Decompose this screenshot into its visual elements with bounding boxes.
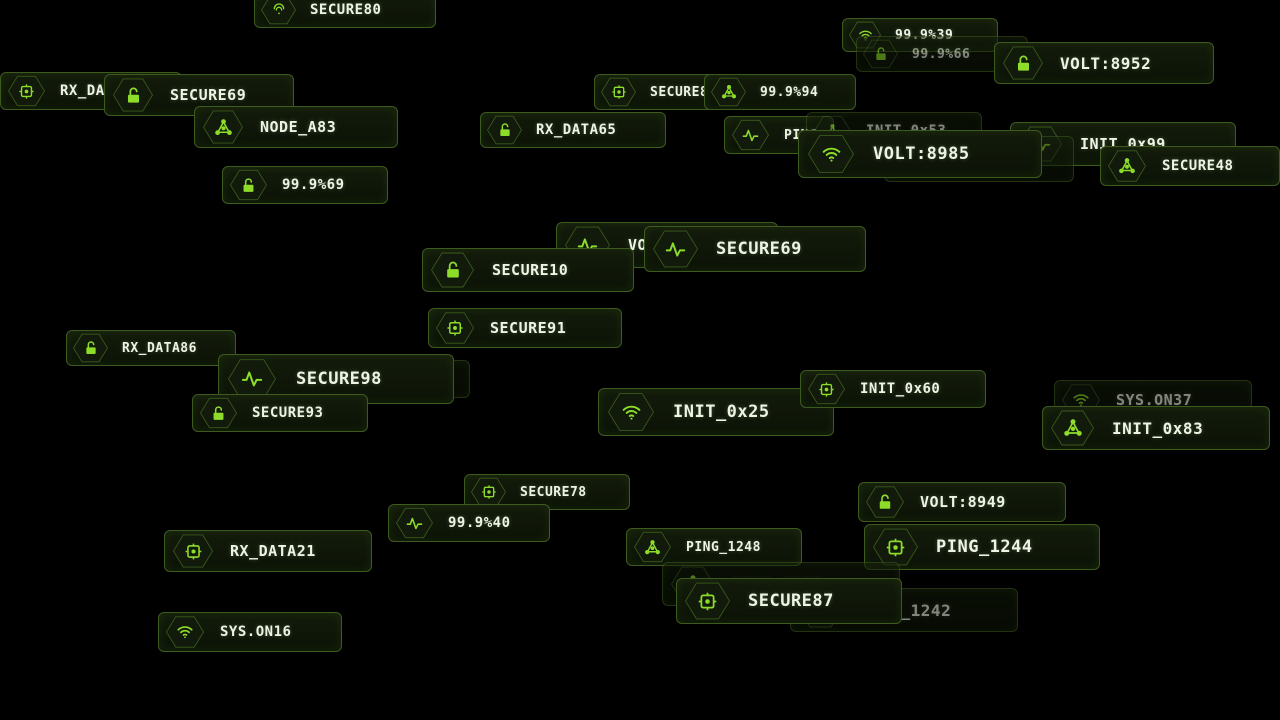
hud-tag: RX_DATA65 [480,112,666,148]
hud-tag: SECURE10 [422,248,634,292]
hud-tag-label: 99.9%40 [448,515,511,531]
hud-tag: RX_DATA86 [66,330,236,366]
hud-tag: INIT_0x25 [598,388,834,436]
hud-tag-label: SECURE48 [1162,158,1234,174]
network-icon [711,77,746,107]
target-icon [685,582,730,620]
wifi-icon [608,393,654,431]
target-icon [601,77,636,107]
hud-tag-label: SECURE10 [492,261,569,279]
hud-tag-label: INIT_0x60 [860,381,941,397]
target-icon [436,312,474,344]
hud-tag: 99.9%40 [388,504,550,542]
hud-tag-label: VOLT:8985 [873,144,970,164]
lock-icon [863,39,898,69]
hud-tag-label: SECURE80 [310,2,382,18]
hud-tag-label: INIT_0x25 [673,402,770,422]
hud-tag: VOLT:8985 [798,130,1042,178]
lock-icon [1003,46,1043,80]
hud-tag: SECURE48 [1100,146,1280,186]
hud-tag-label: SECURE69 [170,86,247,104]
lock-icon [866,486,904,518]
hud-tag-label: SECURE78 [520,484,587,500]
wifi-icon [808,135,854,173]
hud-tag: SECURE80 [254,0,436,28]
hud-tag-label: RX_DATA86 [122,340,197,356]
hud-tag: NODE_A83 [194,106,398,148]
pulse-icon [653,230,698,268]
hud-tag-label: 99.9%66 [912,46,971,62]
hud-tag-label: 99.9%94 [760,84,819,100]
hud-tag: VOLT:8949 [858,482,1066,522]
network-icon [1051,410,1094,446]
hud-tag: 99.9%94 [704,74,856,110]
hud-tag: 99.9%69 [222,166,388,204]
lock-icon [113,78,153,112]
hud-tag: INIT_0x60 [800,370,986,408]
wifi-icon [166,616,204,648]
hud-tag-label: VOLT:8952 [1060,53,1152,73]
hud-tag-label: RX_DATA21 [230,542,316,560]
hud-tag: SECURE87 [676,578,902,624]
hud-tag-label: PING_1248 [686,539,761,555]
lock-icon [73,333,108,363]
hud-tag: PING_1244 [864,524,1100,570]
lock-icon [200,397,237,429]
hud-tag: SECURE93 [192,394,368,432]
network-icon [203,110,243,144]
target-icon [8,75,45,107]
hud-tag-label: NODE_A83 [260,118,337,136]
pulse-icon [732,119,769,151]
hud-tag: VOLT:8952 [994,42,1214,84]
hud-tag-label: SECURE69 [716,239,802,259]
hud-tag-label: SECURE93 [252,405,324,421]
hud-tag: RX_DATA21 [164,530,372,572]
target-icon [173,534,213,568]
hud-tag: SECURE69 [644,226,866,272]
lock-icon [487,115,522,145]
network-icon [634,531,671,563]
hud-tag-label: SYS.ON37 [1116,391,1193,409]
hud-tag: SYS.ON16 [158,612,342,652]
hud-tag: PING_1248 [626,528,802,566]
hud-tag-label: INIT_0x83 [1112,418,1204,438]
lock-icon [431,252,474,288]
network-icon [1108,150,1146,182]
hud-tag-label: SECURE98 [296,369,382,389]
hud-tag: INIT_0x83 [1042,406,1270,450]
hud-tag-label: PING_1244 [936,537,1033,557]
hud-tag: SECURE91 [428,308,622,348]
hud-tag-label: RX_DATA65 [536,122,617,138]
fingerprint-icon [261,0,296,25]
hud-tag-label: SECURE87 [748,591,834,611]
hud-tag-label: VOLT:8949 [920,493,1006,511]
target-icon [873,528,918,566]
hud-tag-label: SYS.ON16 [220,624,292,640]
target-icon [471,477,506,507]
hud-tag-label: 99.9%69 [282,177,345,193]
target-icon [808,373,845,405]
hud-tag: SECURE78 [464,474,630,510]
pulse-icon [396,507,433,539]
hud-tag-label: SECURE91 [490,319,567,337]
hud-tag: SECURE69 [104,74,294,116]
hud-tag-label: SECURE85 [650,84,717,100]
lock-icon [230,169,267,201]
